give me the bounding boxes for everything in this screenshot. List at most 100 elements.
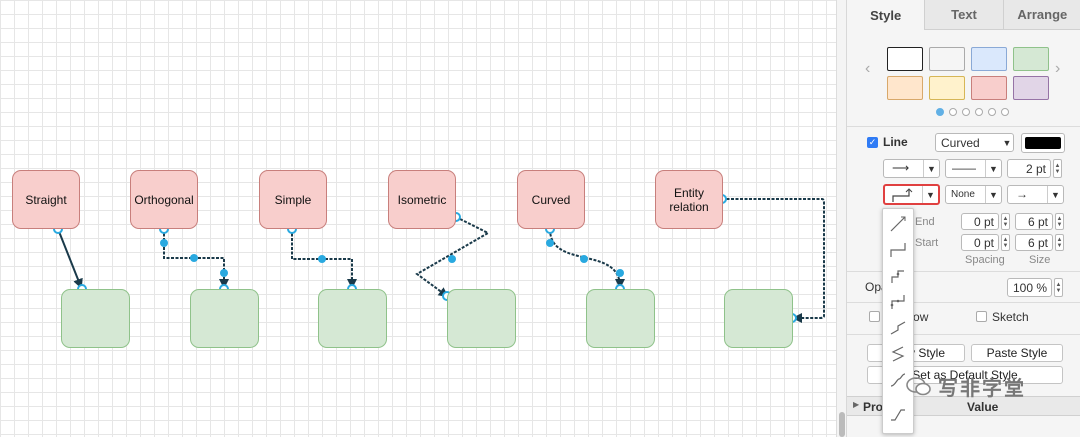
line-start-select[interactable]: None ▼ (945, 185, 1002, 204)
style-swatch[interactable] (1013, 47, 1049, 71)
divider (847, 271, 1080, 272)
wechat-icon (906, 376, 931, 395)
node-orthogonal[interactable]: Orthogonal (130, 170, 198, 229)
sketch-label: Sketch (992, 310, 1029, 324)
style-swatch[interactable] (971, 76, 1007, 100)
paste-style-button[interactable]: Paste Style (971, 344, 1063, 362)
line-width-stepper[interactable]: ▲▼ (1053, 159, 1062, 178)
end-spacing-input[interactable]: 0 pt (961, 213, 999, 230)
panel-tabs: Style Text Arrange (847, 0, 1080, 30)
node-isometric[interactable]: Isometric (388, 170, 456, 229)
connector-isometric-vertical-icon[interactable] (887, 343, 909, 365)
connector-vertical-elbow-icon[interactable] (887, 265, 909, 287)
page-dot[interactable] (988, 108, 996, 116)
edge-orthogonal (163, 229, 229, 289)
line-pattern-select[interactable]: —— ▼ (945, 159, 1002, 178)
chevron-down-icon: ▼ (923, 160, 939, 177)
line-width-input[interactable]: 2 pt (1007, 159, 1051, 178)
tab-text[interactable]: Text (924, 0, 1003, 30)
end-size-input[interactable]: 6 pt (1015, 213, 1053, 230)
node-straight[interactable]: Straight (12, 170, 80, 229)
connector-curved-icon[interactable] (887, 369, 909, 391)
page-dot[interactable] (949, 108, 957, 116)
page-dot[interactable] (1001, 108, 1009, 116)
chevron-down-icon: ▼ (985, 186, 1001, 203)
vertical-scrollbar[interactable] (836, 0, 846, 437)
node-entity-relation[interactable]: Entity relation (655, 170, 723, 229)
expand-triangle-icon[interactable]: ▶ (853, 400, 860, 409)
diagram-canvas[interactable]: Straight Orthogonal Simple Isometric Cur… (0, 0, 836, 437)
size-caption: Size (1029, 254, 1051, 266)
connector-isometric-icon[interactable] (887, 317, 909, 339)
style-swatch[interactable] (929, 47, 965, 71)
node-label: Straight (25, 192, 67, 207)
solid-line-icon: —— (952, 161, 976, 175)
value-column-header: Value (967, 400, 999, 414)
node-label: Simple (274, 192, 312, 207)
style-swatch[interactable] (971, 47, 1007, 71)
node-curved[interactable]: Curved (517, 170, 585, 229)
divider (847, 302, 1080, 303)
node-label: Curved (531, 192, 571, 207)
arrow-right-icon: ⟶ (892, 161, 910, 175)
connector-orthogonal-icon[interactable] (887, 239, 909, 261)
connector-entity-relation-icon[interactable] (887, 403, 909, 425)
scroll-thumb[interactable] (839, 412, 845, 437)
waypoint-style-select[interactable]: ▼ (883, 184, 940, 205)
node-simple[interactable]: Simple (259, 170, 327, 229)
end-size-stepper[interactable]: ▲▼ (1055, 213, 1064, 230)
line-style-select[interactable]: Curved ▼ (935, 133, 1014, 152)
opacity-value: 100 % (1012, 281, 1047, 295)
target-node[interactable] (586, 289, 655, 348)
edge-straight (57, 228, 83, 289)
line-checkbox[interactable]: ✓ (867, 137, 878, 148)
sketch-checkbox[interactable] (976, 311, 987, 322)
connector-straight-icon[interactable] (887, 213, 909, 235)
line-width-value: 2 pt (1025, 162, 1046, 176)
style-swatch[interactable] (887, 47, 923, 71)
divider (847, 334, 1080, 335)
tab-arrange[interactable]: Arrange (1002, 0, 1080, 30)
opacity-stepper[interactable]: ▲▼ (1054, 278, 1063, 297)
watermark-text: 写非字堂 (938, 378, 1026, 400)
style-swatch[interactable] (929, 76, 965, 100)
start-size-value: 6 pt (1027, 236, 1048, 250)
page-dot[interactable] (975, 108, 983, 116)
connector-orthogonal-icon (892, 188, 913, 202)
line-arrow-select[interactable]: ⟶ ▼ (883, 159, 940, 178)
start-size-input[interactable]: 6 pt (1015, 234, 1053, 251)
page-dot[interactable] (962, 108, 970, 116)
chevron-left-icon[interactable]: ‹ (865, 60, 871, 77)
target-node[interactable] (447, 289, 516, 348)
style-swatch[interactable] (887, 76, 923, 100)
style-swatch[interactable] (1013, 76, 1049, 100)
target-node[interactable] (190, 289, 259, 348)
waypoint-style-menu (882, 208, 914, 434)
arrow-right-icon: → (1016, 187, 1028, 201)
watermark: 写非字堂 (906, 372, 1026, 401)
node-label: Isometric (397, 192, 447, 207)
chevron-down-icon: ▼ (922, 186, 938, 203)
line-start-label: Start (915, 237, 939, 249)
chevron-down-icon: ▼ (1047, 186, 1063, 203)
set-default-style-button[interactable]: Set as Default Style (867, 366, 1063, 384)
target-node[interactable] (318, 289, 387, 348)
chevron-right-icon[interactable]: › (1055, 60, 1061, 77)
end-spacing-value: 0 pt (973, 215, 994, 229)
start-spacing-stepper[interactable]: ▲▼ (1001, 234, 1010, 251)
edge-curved (549, 228, 625, 289)
start-spacing-input[interactable]: 0 pt (961, 234, 999, 251)
tab-style[interactable]: Style (847, 0, 925, 30)
line-color-picker[interactable] (1021, 133, 1065, 153)
line-color-swatch (1025, 137, 1061, 149)
node-label: Entity relation (669, 185, 709, 214)
page-dot[interactable] (936, 108, 944, 116)
connector-horizontal-elbow-icon[interactable] (887, 291, 909, 313)
shadow-checkbox[interactable] (869, 311, 880, 322)
target-node[interactable] (724, 289, 793, 348)
end-spacing-stepper[interactable]: ▲▼ (1001, 213, 1010, 230)
opacity-input[interactable]: 100 % (1007, 278, 1052, 297)
start-size-stepper[interactable]: ▲▼ (1055, 234, 1064, 251)
target-node[interactable] (61, 289, 130, 348)
line-end-select[interactable]: → ▼ (1007, 185, 1064, 204)
